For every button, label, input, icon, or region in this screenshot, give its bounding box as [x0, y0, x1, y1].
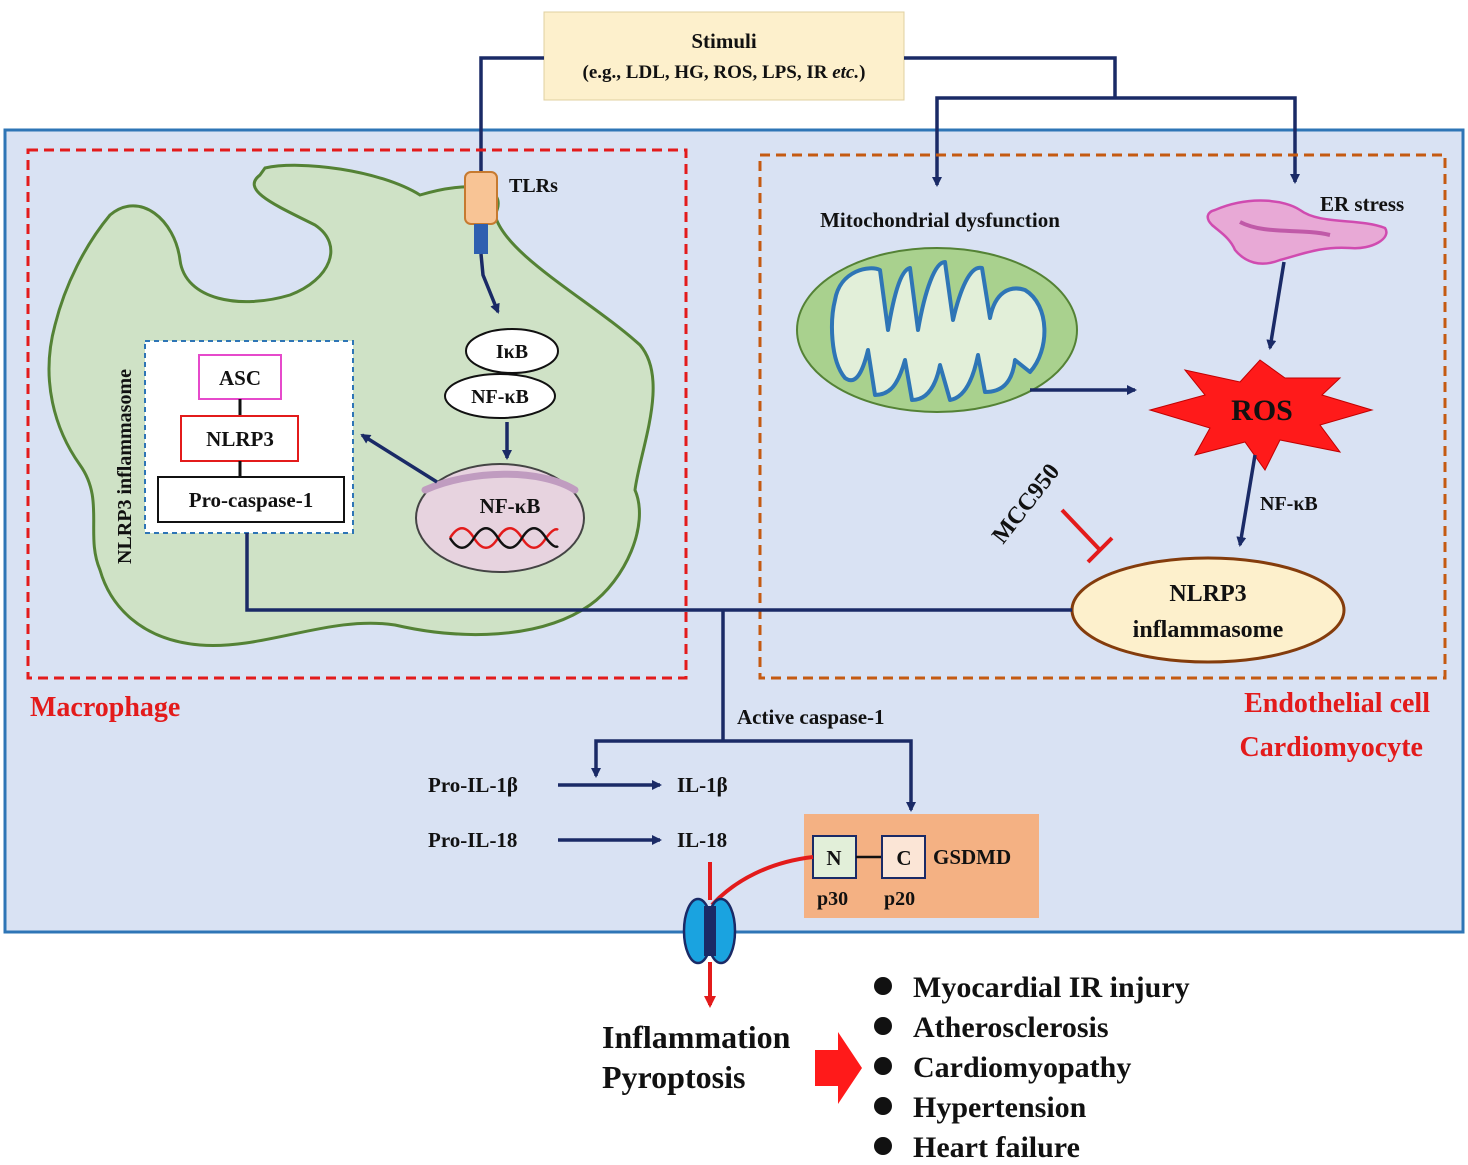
er-fold [1239, 220, 1331, 237]
gsdmd-c-box [881, 835, 926, 879]
active-caspase-label: Active caspase-1 [737, 705, 885, 729]
disease-item: Atherosclerosis [913, 1011, 1109, 1044]
stimuli-to-endothelial-line [904, 56, 1117, 98]
pro-il1b-label: Pro-IL-1β [428, 773, 518, 797]
ikb-node [465, 328, 559, 374]
disease-item: Cardiomyopathy [913, 1051, 1131, 1084]
outcome-arrow [815, 1032, 862, 1104]
p30-label: p30 [817, 888, 848, 910]
ros-to-nlrp3-arrow [1236, 454, 1257, 547]
stimuli-box [543, 11, 905, 101]
mcc950-inhibition-line [1060, 508, 1102, 552]
tlr-receptor [464, 171, 498, 225]
ikb-label: IκB [496, 341, 528, 363]
gsdmd-n-box [812, 835, 857, 879]
nucleus-nfkb-label: NF-κB [480, 494, 541, 518]
tlr-to-ikb-arrow [479, 253, 500, 314]
gsdmd-pore-channel [704, 906, 716, 956]
cardiomyocyte-label: Cardiomyocyte [1239, 732, 1423, 763]
tlr-stalk [474, 224, 488, 254]
disease-bullet [874, 1137, 892, 1155]
caspase-to-gsdmd-arrow [723, 739, 916, 812]
procaspase-box [157, 476, 345, 523]
disease-bullet [874, 1097, 892, 1115]
gsdmd-to-pore-curve [710, 855, 814, 907]
procaspase-label: Pro-caspase-1 [189, 488, 313, 512]
macrophage-region [26, 148, 688, 680]
stimuli-to-tlr-line [479, 56, 544, 180]
gsdmd-c-label: C [896, 846, 911, 870]
er-label: ER stress [1320, 192, 1404, 216]
pyroptosis-label: Pyroptosis [602, 1059, 745, 1095]
ros-burst [1148, 359, 1374, 471]
il18-label: IL-18 [677, 828, 727, 852]
inflammasome-vertical-label: NLRP3 inflammasome [114, 369, 136, 564]
disease-bullet [874, 1017, 892, 1035]
disease-bullet [874, 1057, 892, 1075]
inflammation-label: Inflammation [602, 1019, 791, 1055]
disease-item: Hypertension [913, 1091, 1087, 1124]
macrophage-to-caspase-line [245, 533, 1072, 612]
er-to-ros-arrow [1266, 261, 1286, 350]
endothelial-inflammasome-line2: inflammasome [1133, 617, 1284, 643]
gsdmd-n-label: N [826, 846, 841, 870]
nucleus-to-inflammasome-arrow [360, 433, 438, 484]
asc-label: ASC [219, 366, 261, 390]
nucleus-membrane-mark [421, 470, 579, 494]
disease-bullet [874, 977, 892, 995]
dna-helix [448, 527, 559, 549]
stimuli-title: Stimuli [691, 29, 757, 53]
p20-label: p20 [884, 888, 915, 910]
tlr-label: TLRs [509, 175, 558, 197]
gsdmd-label: GSDMD [933, 845, 1011, 869]
disease-item: Myocardial IR injury [913, 971, 1190, 1004]
mitochondrion-cristae [830, 260, 1047, 402]
disease-list: Myocardial IR injuryAtherosclerosisCardi… [874, 971, 1190, 1164]
mcc950-inhibition-bar [1086, 536, 1114, 564]
stimuli-examples: (e.g., LDL, HG, ROS, LPS, IR etc.) [583, 62, 866, 83]
macrophage-label: Macrophage [30, 692, 180, 723]
endothelial-region [758, 153, 1447, 680]
nfkb-label: NF-κB [471, 386, 529, 408]
disease-item: Heart failure [913, 1131, 1080, 1164]
endothelial-nfkb-label: NF-κB [1260, 493, 1318, 515]
endothelial-inflammasome-line1: NLRP3 [1169, 581, 1246, 607]
dna-helix-strand [448, 527, 559, 549]
endothelial-inflammasome [1070, 556, 1346, 664]
caspase-to-il1b-arrow [591, 739, 723, 778]
mito-label: Mitochondrial dysfunction [820, 208, 1060, 232]
ros-label: ROS [1231, 394, 1293, 427]
nlrp3-label: NLRP3 [206, 427, 274, 451]
il1b-label: IL-1β [677, 773, 728, 797]
endothelial-label: Endothelial cell [1244, 688, 1430, 719]
nfkb-node [444, 373, 556, 419]
pro-il18-label: Pro-IL-18 [428, 828, 517, 852]
